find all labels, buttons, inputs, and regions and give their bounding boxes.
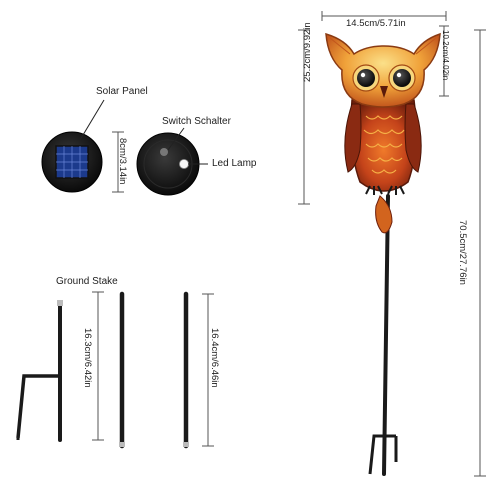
solar-panel-pointer [79, 99, 105, 141]
switch-pointer [167, 127, 185, 151]
led-lamp-label: Led Lamp [212, 158, 257, 169]
led-lamp-icon [179, 159, 189, 169]
owl-left-eye [357, 69, 375, 87]
owl-width-label: 14.5cm/5.71in [346, 18, 406, 29]
ground-stake-piece-3 [183, 291, 189, 449]
owl-dimension-lines [298, 11, 486, 477]
owl-right-eye [393, 69, 411, 87]
ground-stake-piece-2 [119, 291, 125, 449]
stake-b-label: 16.4cm/6.46in [209, 328, 220, 388]
base-height-dimension [112, 131, 124, 193]
stake-b-dimension [202, 293, 214, 447]
switch-icon [160, 148, 168, 156]
base-height-label: 8cm/3.14in [117, 138, 128, 185]
stake-a-label: 16.3cm/6.42in [82, 328, 93, 388]
total-height-label: 70.5cm/27.76in [457, 220, 468, 285]
solar-panel-cap [41, 131, 103, 193]
stake-a-dimension [92, 291, 104, 441]
led-base [136, 132, 200, 196]
owl-body-height-label: 25.2cm/9.92in [302, 22, 313, 82]
owl-ear-height-label: 10.2cm/4.02in [441, 30, 450, 81]
owl-stake-assembly [325, 32, 441, 476]
solar-panel-label: Solar Panel [96, 86, 148, 97]
switch-label: Switch Schalter [162, 116, 231, 127]
ground-stake-label: Ground Stake [56, 276, 118, 287]
ground-stake-piece-1 [16, 300, 63, 442]
